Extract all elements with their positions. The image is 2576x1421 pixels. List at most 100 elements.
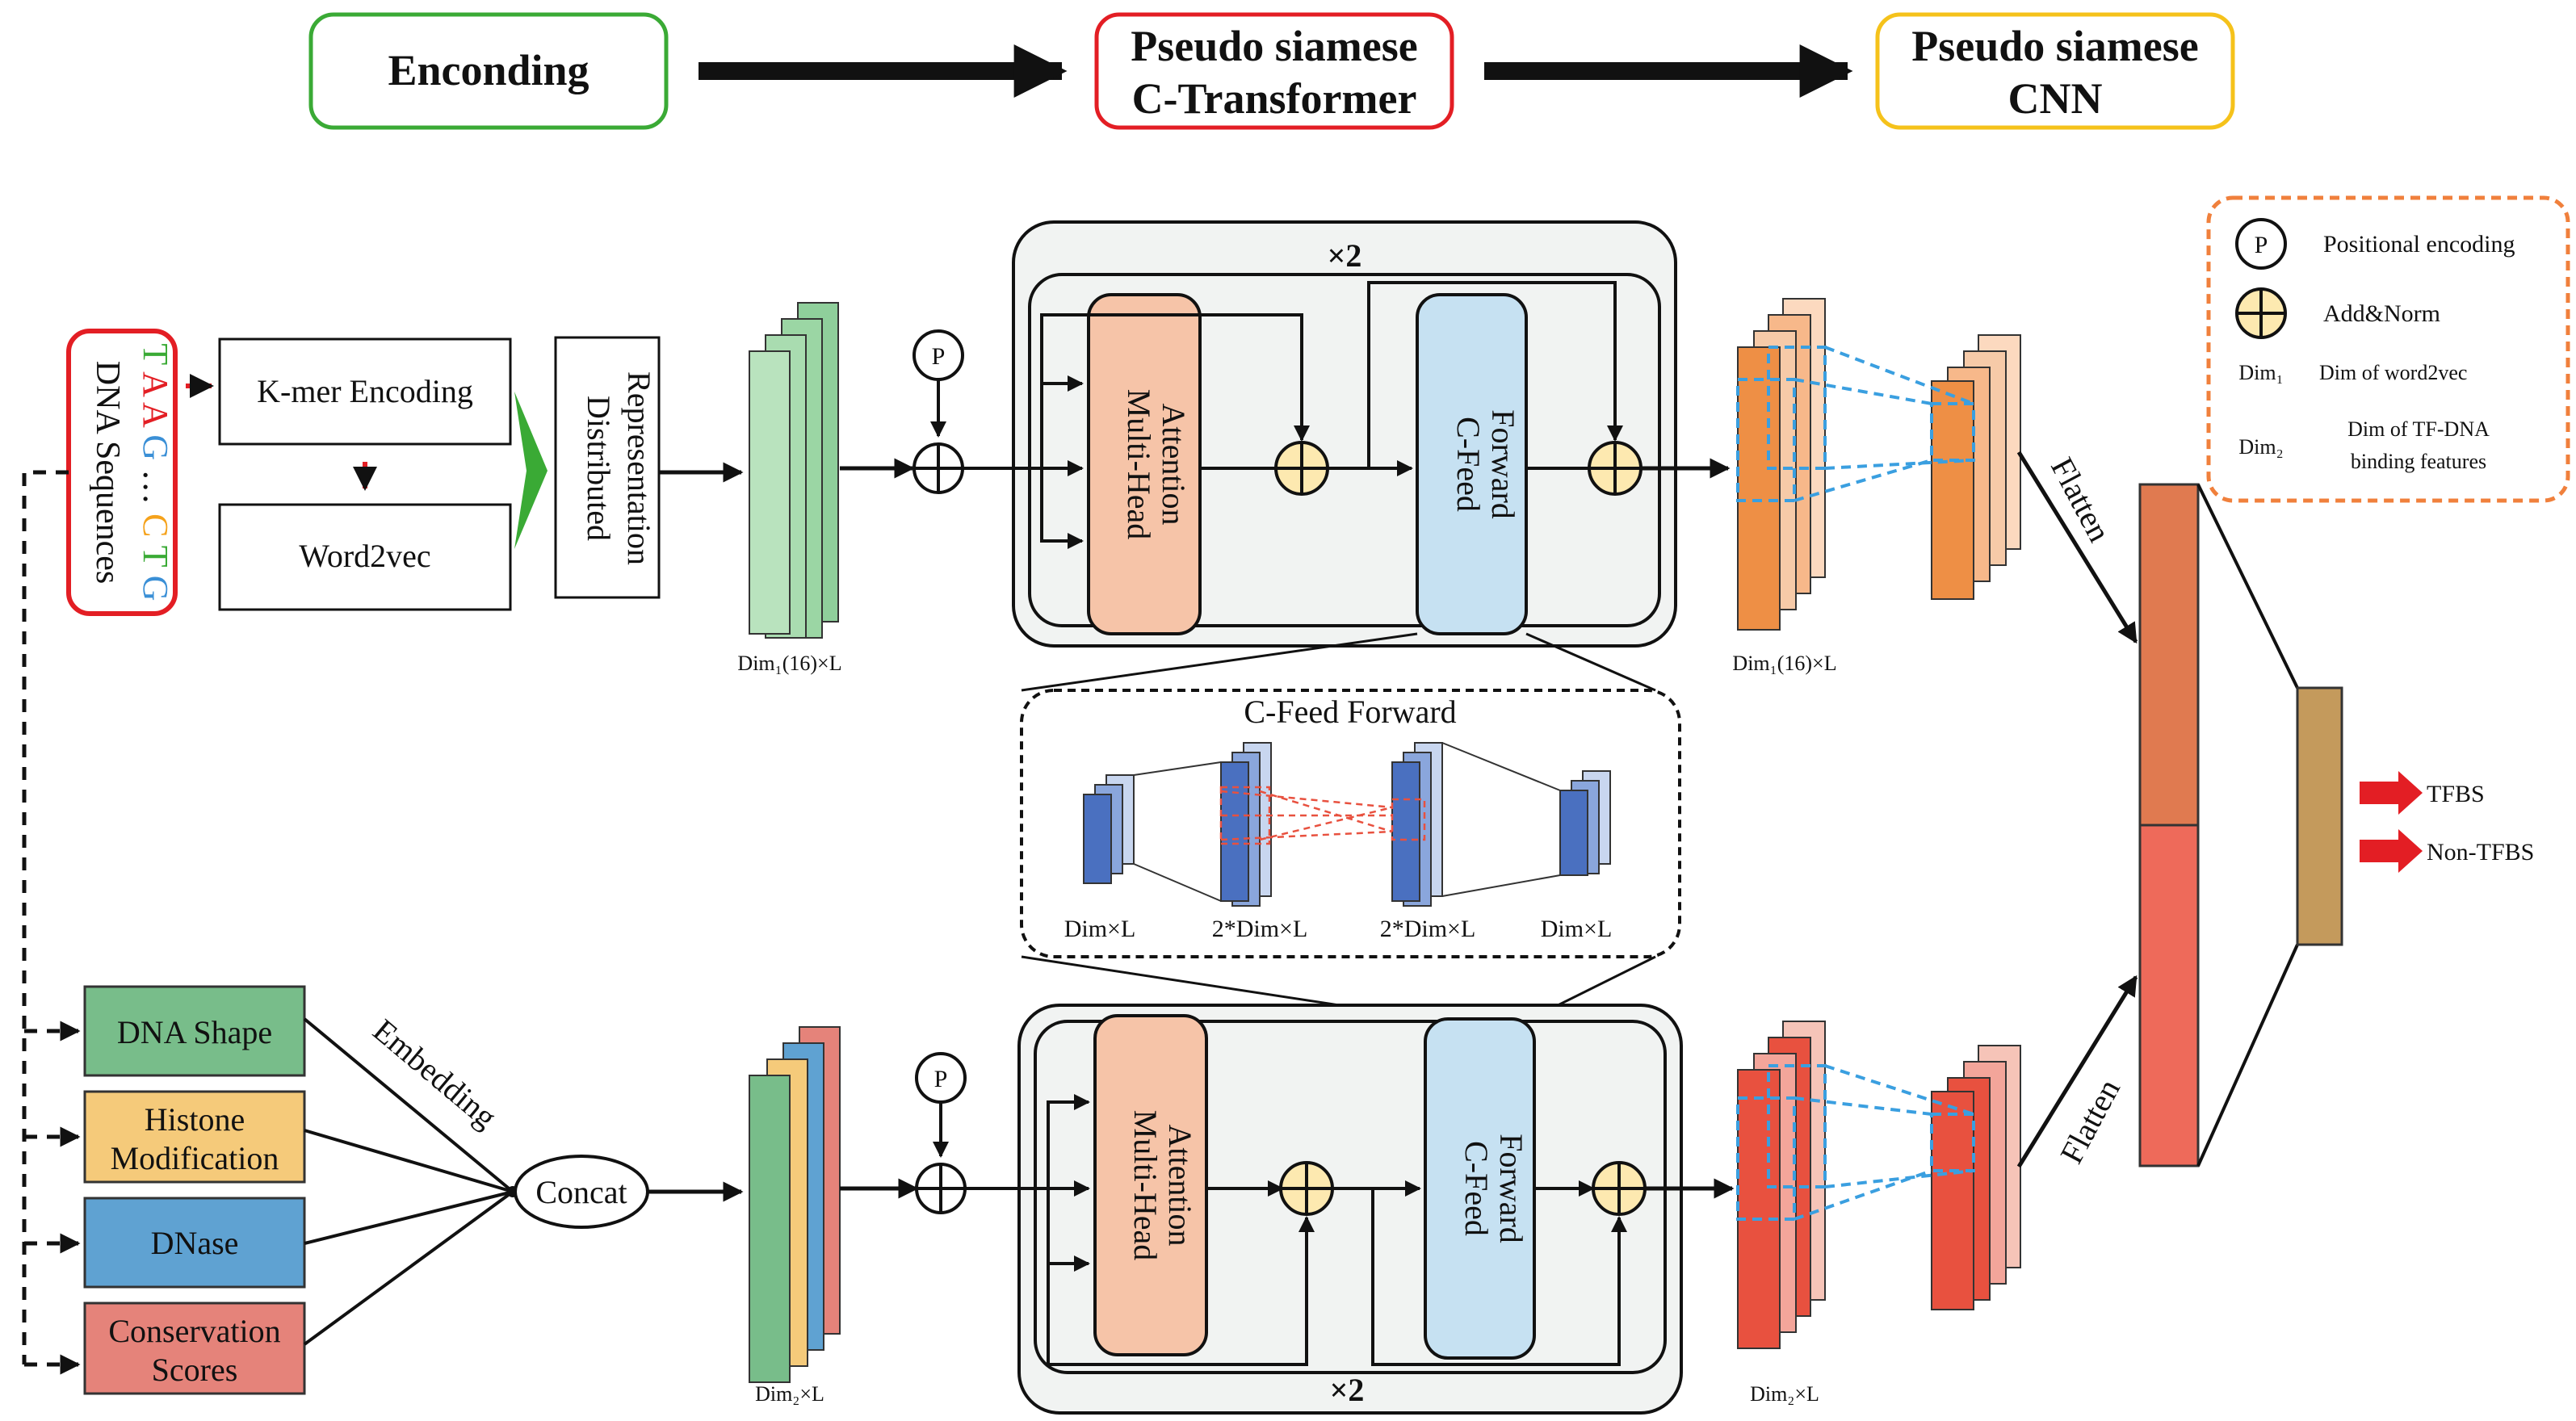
cff-detail-box [1020,689,1681,958]
legend-p-icon [2235,218,2287,270]
top-cff-label-1: C-Feed [1450,417,1487,512]
top-repeat-label: ×2 [1328,237,1362,274]
conservation-box [83,1302,306,1395]
histone-to-concat [304,1129,514,1193]
dna-base: … [136,469,175,513]
kmer-label: K-mer Encoding [257,373,473,409]
top-transformer: P ×2 Multi-Head Attention C-Feed Forward [840,220,1731,648]
bottom-repeat-label: ×2 [1330,1372,1365,1408]
flatten-vector-top [2138,483,2200,827]
legend-dim2: Dim₂ [2238,435,2283,459]
stage-cnn-box [1875,12,2235,130]
distributed-box [554,336,661,599]
bottom-transformer: P ×2 Multi-Head Attention C-Feed Forward [840,1004,1735,1415]
cff-detail-title: C-Feed Forward [1244,694,1456,730]
distributed-label-1: Distributed [581,396,617,541]
conservation-label-2: Scores [152,1352,238,1388]
green-chevron [514,392,548,549]
non-tfbs-label: Non-TFBS [2427,839,2534,866]
top-cnn: Dim₁(16)×L [1732,298,2021,675]
dim-top-input: Dim₁(16)×L [737,652,841,675]
legend-positional: Positional encoding [2323,231,2515,258]
stage-cnn-label-2: CNN [2008,74,2103,123]
conservation-to-concat [303,1190,514,1346]
dna-base: T [136,343,175,371]
top-cff-box [1416,293,1528,635]
cff-label-1: Dim×L [1064,916,1136,942]
feature-inputs: DNA Shape Histone Modification DNase Con… [83,985,744,1395]
bottom-input-stack: Dim₂×L [749,1026,841,1406]
top-mha-label-1: Multi-Head [1121,389,1157,540]
bottom-cnn: Dim₂×L [1736,1021,2021,1406]
legend-addnorm: Add&Norm [2323,300,2440,327]
input-encoding: T A A G … C T G DNA Sequences K-mer Enco… [22,329,744,1375]
legend-dim1-desc: Dim of word2vec [2319,361,2467,384]
histone-box [83,1090,306,1184]
dense-layer [2296,686,2343,946]
dna-bases: T A A G … C T G [136,343,175,601]
stage-encoding-box [308,12,669,130]
embedding-label: Embedding [367,1012,504,1135]
dim-bottom-input: Dim₂×L [755,1382,824,1406]
stage-ctransformer-label-1: Pseudo siamese [1131,22,1417,70]
cff-detail: C-Feed Forward Dim×L 2*Dim×L [1020,632,1681,1021]
dnashape-to-concat [303,1017,514,1193]
legend-box [2206,195,2570,503]
stage-ctransformer-box [1094,12,1454,130]
flatten-label-bottom: Flatten [2053,1073,2127,1169]
bottom-mha-box [1093,1014,1208,1356]
dna-sequences-label: DNA Sequences [89,361,126,584]
bottom-inner-frame [1034,1020,1667,1374]
bottom-cff-label-2: Forward [1493,1134,1529,1243]
dnase-box [83,1197,306,1289]
dim-top-output: Dim₁(16)×L [1732,652,1836,675]
tfbs-arrow [2360,771,2423,815]
top-input-stack: Dim₁(16)×L [737,302,842,675]
top-mha-box [1087,293,1202,635]
dna-base: G [136,434,175,469]
histone-label-1: Histone [145,1101,245,1138]
non-tfbs-arrow [2360,829,2423,873]
top-inner-frame [1028,273,1661,627]
cff-label-4: Dim×L [1541,916,1613,942]
dna-shape-box [83,985,306,1077]
dna-base: T [136,546,175,576]
kmer-box [218,337,512,446]
bottom-positional-p-label: P [934,1066,948,1092]
concat-label: Concat [535,1174,627,1210]
word2vec-box [218,503,512,611]
dna-shape-label: DNA Shape [117,1014,272,1050]
stage-ctransformer-label-2: C-Transformer [1132,74,1417,123]
dnase-label: DNase [151,1225,239,1261]
dna-base: A [136,371,175,402]
bottom-mha-label-2: Attention [1162,1124,1198,1246]
dna-base: A [136,402,175,434]
conservation-label-1: Conservation [108,1313,280,1349]
top-cff-label-2: Forward [1485,409,1521,519]
word2vec-label: Word2vec [299,538,430,574]
cff-label-3: 2*Dim×L [1380,916,1476,942]
top-mha-label-2: Attention [1156,403,1192,525]
dnase-to-concat [304,1190,514,1245]
histone-label-2: Modification [111,1140,279,1176]
dashed-branch [22,470,69,1364]
legend: P Positional encoding Add&Norm Dim₁ Dim … [2206,195,2570,503]
output-head: Flatten Flatten TFBS Non-TFBS [2016,451,2534,1169]
dna-base: C [136,513,175,546]
bottom-cff-label-1: C-Feed [1458,1141,1495,1236]
distributed-label-2: Representation [621,371,657,565]
legend-dim1: Dim₁ [2238,361,2283,384]
legend-p-letter: P [2255,232,2268,258]
bottom-mha-label-1: Multi-Head [1127,1110,1164,1261]
pipeline-header: Enconding Pseudo siamese C-Transformer P… [308,12,2235,130]
dna-base: G [136,576,175,602]
tfbs-label: TFBS [2427,781,2485,807]
flatten-label-top: Flatten [2044,451,2118,547]
legend-dim2-desc-2: binding features [2351,450,2486,473]
cff-label-2: 2*Dim×L [1212,916,1308,942]
top-positional-p-label: P [932,343,946,370]
stage-cnn-label-1: Pseudo siamese [1911,22,2198,70]
legend-dim2-desc-1: Dim of TF-DNA [2347,417,2490,441]
dim-bottom-output: Dim₂×L [1750,1382,1819,1406]
